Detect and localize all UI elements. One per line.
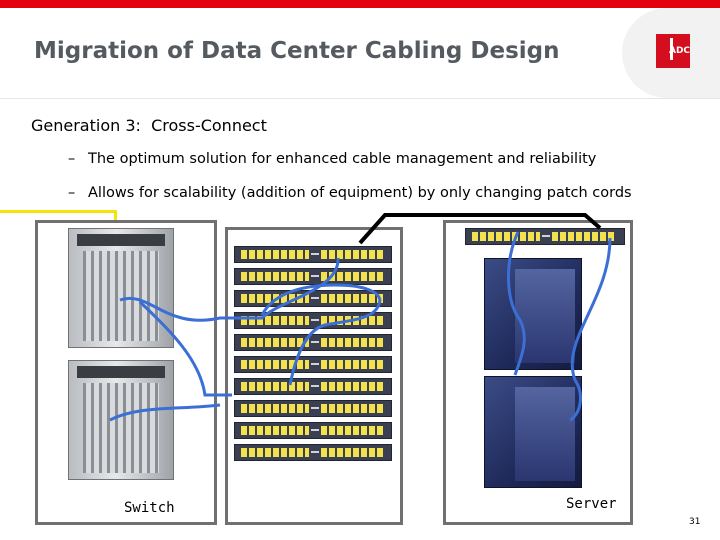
patch-panel-icon (234, 378, 392, 395)
patch-panel-icon (234, 290, 392, 307)
slide-header: Migration of Data Center Cabling Design (0, 8, 720, 98)
patch-panel-icon (234, 268, 392, 285)
bullet-item: –The optimum solution for enhanced cable… (68, 151, 596, 167)
patch-panel-icon (234, 400, 392, 417)
server-tower-icon (484, 376, 582, 488)
bullet-text: Allows for scalability (addition of equi… (88, 185, 632, 201)
yellow-highlight-drop (114, 210, 117, 228)
network-switch-rack-icon (68, 228, 174, 348)
slide-title: Migration of Data Center Cabling Design (34, 38, 560, 64)
patch-panel-icon (234, 246, 392, 263)
switch-label: Switch (124, 500, 175, 516)
bullet-item: –Allows for scalability (addition of equ… (68, 185, 632, 201)
logo-mark (660, 38, 673, 60)
patch-panel-icon (234, 444, 392, 461)
logo-text: ADC (669, 46, 691, 56)
section-heading: Generation 3: Cross-Connect (31, 116, 267, 135)
patch-panel-icon (234, 422, 392, 439)
server-label: Server (566, 496, 617, 512)
patch-panel-icon (234, 356, 392, 373)
server-patch-panel-icon (465, 228, 625, 245)
bullet-marker: – (68, 185, 76, 201)
adc-logo-icon: ADC (656, 34, 690, 68)
patch-panel-icon (234, 334, 392, 351)
network-switch-rack-icon (68, 360, 174, 480)
top-accent-bar (0, 0, 720, 8)
server-tower-icon (484, 258, 582, 370)
header-divider (0, 98, 720, 99)
patch-panel-icon (234, 312, 392, 329)
yellow-highlight-line (0, 210, 117, 213)
page-number: 31 (689, 517, 701, 527)
bullet-marker: – (68, 151, 76, 167)
bullet-text: The optimum solution for enhanced cable … (88, 151, 597, 167)
